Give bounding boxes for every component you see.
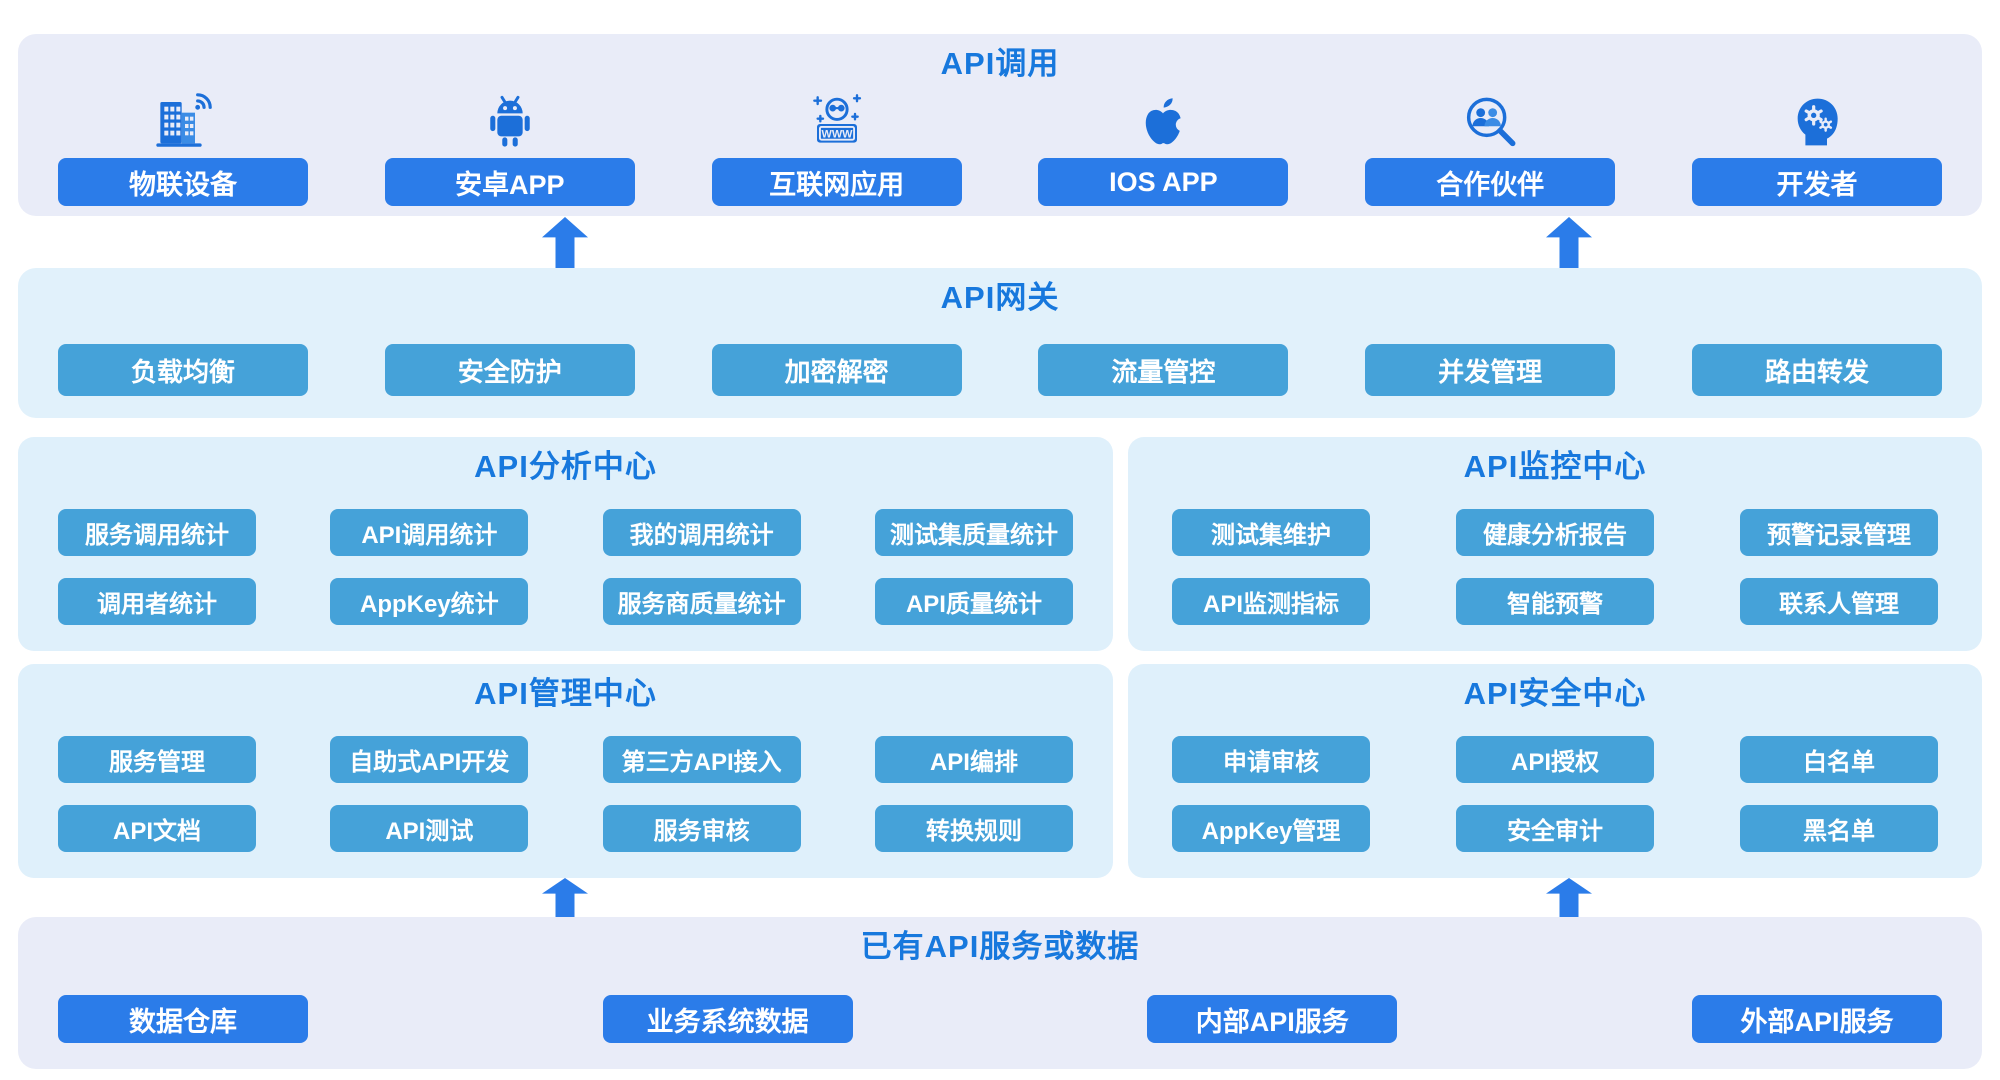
partners-icon bbox=[1458, 86, 1522, 158]
caller-android: 安卓APP bbox=[384, 84, 635, 206]
security-item: 申请审核 bbox=[1172, 736, 1370, 783]
internal-api-services: 内部API服务 bbox=[1147, 995, 1398, 1043]
caller-web-label: 互联网应用 bbox=[711, 158, 962, 206]
analysis-item: API质量统计 bbox=[874, 578, 1073, 625]
management-item: 服务审核 bbox=[602, 805, 801, 852]
analysis-row-1: 服务调用统计 API调用统计 我的调用统计 测试集质量统计 bbox=[18, 509, 1113, 556]
monitor-center-panel: API监控中心 测试集维护 健康分析报告 预警记录管理 API监测指标 智能预警… bbox=[1128, 437, 1982, 651]
monitor-item: 预警记录管理 bbox=[1740, 509, 1938, 556]
up-arrow-icon bbox=[542, 878, 588, 917]
management-item: 第三方API接入 bbox=[602, 736, 801, 783]
monitor-item: 智能预警 bbox=[1456, 578, 1654, 625]
monitor-item: 联系人管理 bbox=[1740, 578, 1938, 625]
security-item: 安全审计 bbox=[1456, 805, 1654, 852]
android-icon bbox=[478, 86, 542, 158]
gateway-security-protection: 安全防护 bbox=[384, 344, 635, 396]
analysis-item: 我的调用统计 bbox=[602, 509, 801, 556]
existing-services-section: 已有API服务或数据 数据仓库 业务系统数据 内部API服务 外部API服务 bbox=[18, 917, 1982, 1069]
api-gateway-section: API网关 负载均衡 安全防护 加密解密 流量管控 并发管理 路由转发 bbox=[18, 268, 1982, 418]
management-item: 服务管理 bbox=[58, 736, 256, 783]
caller-developers-label: 开发者 bbox=[1691, 158, 1942, 206]
analysis-item: 调用者统计 bbox=[58, 578, 256, 625]
caller-ios-label: IOS APP bbox=[1038, 158, 1289, 206]
api-gateway-title: API网关 bbox=[940, 280, 1060, 315]
gateway-load-balancing: 负载均衡 bbox=[58, 344, 308, 396]
management-center-title: API管理中心 bbox=[474, 676, 657, 711]
management-item: API测试 bbox=[330, 805, 529, 852]
gateway-encryption: 加密解密 bbox=[711, 344, 962, 396]
security-row-2: AppKey管理 安全审计 黑名单 bbox=[1128, 805, 1982, 852]
iot-device-icon bbox=[151, 86, 215, 158]
monitor-row-1: 测试集维护 健康分析报告 预警记录管理 bbox=[1128, 509, 1982, 556]
analysis-center-panel: API分析中心 服务调用统计 API调用统计 我的调用统计 测试集质量统计 调用… bbox=[18, 437, 1113, 651]
external-api-services: 外部API服务 bbox=[1691, 995, 1942, 1043]
business-system-data: 业务系统数据 bbox=[602, 995, 853, 1043]
gateway-traffic-control: 流量管控 bbox=[1038, 344, 1289, 396]
gateway-concurrency: 并发管理 bbox=[1365, 344, 1616, 396]
api-gateway-items: 负载均衡 安全防护 加密解密 流量管控 并发管理 路由转发 bbox=[18, 344, 1982, 396]
data-warehouse: 数据仓库 bbox=[58, 995, 308, 1043]
caller-partners: 合作伙伴 bbox=[1365, 84, 1616, 206]
up-arrow-icon bbox=[542, 217, 588, 268]
security-item: 黑名单 bbox=[1740, 805, 1938, 852]
api-call-items: 物联设备 bbox=[18, 84, 1982, 206]
security-item: 白名单 bbox=[1740, 736, 1938, 783]
monitor-item: API监测指标 bbox=[1172, 578, 1370, 625]
monitor-row-2: API监测指标 智能预警 联系人管理 bbox=[1128, 578, 1982, 625]
security-center-panel: API安全中心 申请审核 API授权 白名单 AppKey管理 安全审计 黑名单 bbox=[1128, 664, 1982, 878]
analysis-item: 服务调用统计 bbox=[58, 509, 256, 556]
management-item: API编排 bbox=[874, 736, 1073, 783]
up-arrow-icon bbox=[1546, 217, 1592, 268]
caller-partners-label: 合作伙伴 bbox=[1365, 158, 1616, 206]
analysis-row-2: 调用者统计 AppKey统计 服务商质量统计 API质量统计 bbox=[18, 578, 1113, 625]
caller-web-app: WWW 互联网应用 bbox=[711, 84, 962, 206]
monitor-item: 测试集维护 bbox=[1172, 509, 1370, 556]
caller-developers: 开发者 bbox=[1691, 84, 1942, 206]
api-call-section: API调用 bbox=[18, 34, 1982, 216]
gateway-routing: 路由转发 bbox=[1691, 344, 1942, 396]
management-item: 自助式API开发 bbox=[330, 736, 529, 783]
management-center-panel: API管理中心 服务管理 自助式API开发 第三方API接入 API编排 API… bbox=[18, 664, 1113, 878]
developer-icon bbox=[1785, 86, 1849, 158]
security-item: AppKey管理 bbox=[1172, 805, 1370, 852]
caller-iot-devices: 物联设备 bbox=[58, 84, 308, 206]
management-row-1: 服务管理 自助式API开发 第三方API接入 API编排 bbox=[18, 736, 1113, 783]
existing-services-title: 已有API服务或数据 bbox=[860, 929, 1140, 964]
apple-icon bbox=[1131, 86, 1195, 158]
monitor-item: 健康分析报告 bbox=[1456, 509, 1654, 556]
caller-iot-label: 物联设备 bbox=[58, 158, 308, 206]
analysis-item: API调用统计 bbox=[330, 509, 529, 556]
security-center-title: API安全中心 bbox=[1463, 676, 1647, 711]
monitor-center-title: API监控中心 bbox=[1463, 449, 1647, 484]
analysis-item: AppKey统计 bbox=[330, 578, 529, 625]
management-item: API文档 bbox=[58, 805, 256, 852]
analysis-center-title: API分析中心 bbox=[474, 449, 657, 484]
www-icon: WWW bbox=[805, 86, 869, 158]
caller-android-label: 安卓APP bbox=[384, 158, 635, 206]
up-arrow-icon bbox=[1546, 878, 1592, 917]
management-row-2: API文档 API测试 服务审核 转换规则 bbox=[18, 805, 1113, 852]
analysis-item: 测试集质量统计 bbox=[874, 509, 1073, 556]
management-item: 转换规则 bbox=[874, 805, 1073, 852]
caller-ios: IOS APP bbox=[1038, 84, 1289, 206]
existing-services-items: 数据仓库 业务系统数据 内部API服务 外部API服务 bbox=[18, 995, 1982, 1043]
www-icon-text: WWW bbox=[821, 129, 853, 141]
security-row-1: 申请审核 API授权 白名单 bbox=[1128, 736, 1982, 783]
security-item: API授权 bbox=[1456, 736, 1654, 783]
api-call-title: API调用 bbox=[940, 46, 1060, 81]
analysis-item: 服务商质量统计 bbox=[602, 578, 801, 625]
